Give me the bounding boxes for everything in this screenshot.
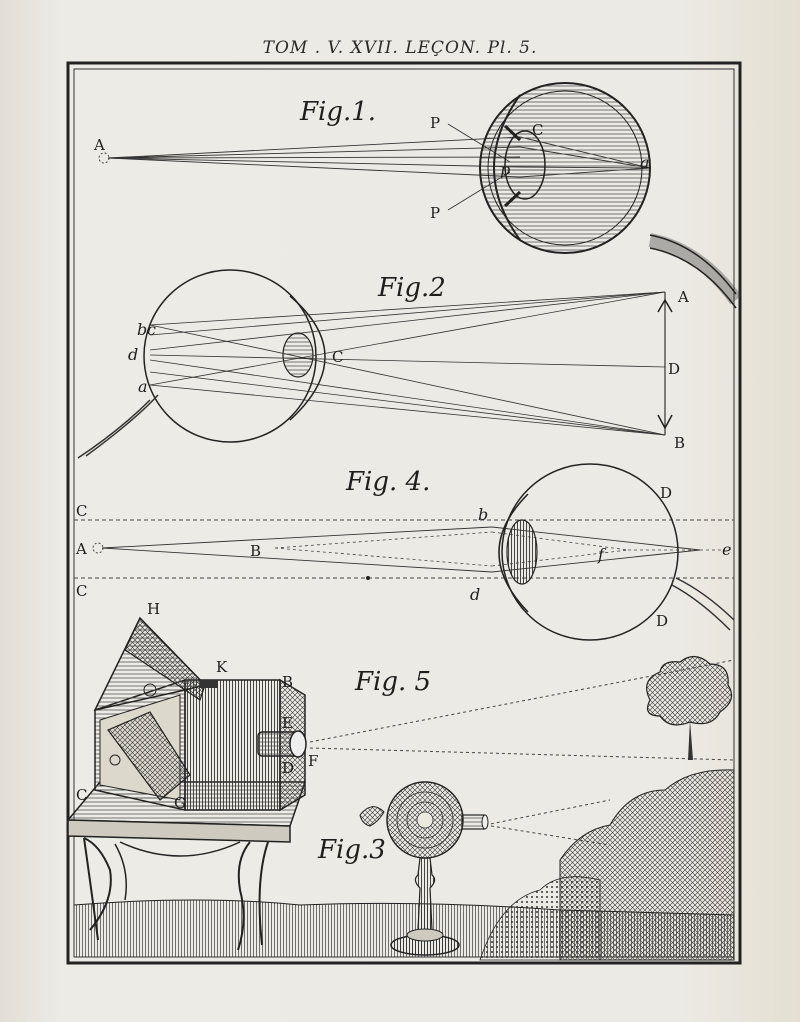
fig4-label-D-bottom: D (656, 612, 668, 630)
fig3-title: Fig.3 (317, 835, 386, 865)
fig1-label-C: C (532, 121, 543, 139)
figure-5-camera-obscura (93, 616, 307, 812)
figure-5-landscape (73, 655, 735, 961)
fig2-label-B: B (674, 434, 685, 452)
fig2-label-b: b (137, 320, 147, 339)
fig5-label-D: D (282, 759, 294, 777)
fig4-label-D-top: D (660, 484, 672, 502)
fig4-label-f: f (597, 545, 607, 564)
fig1-label-P-bottom: P (430, 204, 440, 222)
fig2-label-d-small: d (128, 345, 138, 364)
fig4-label-C-top: C (76, 502, 87, 520)
fig5-title: Fig. 5 (354, 667, 431, 697)
fig1-label-p: p (500, 160, 510, 179)
fig4-label-A: A (75, 540, 87, 558)
fig5-label-K: K (216, 658, 228, 676)
fig5-label-E: E (282, 714, 293, 732)
fig2-label-A: A (677, 288, 689, 306)
fig5-label-C: C (76, 786, 87, 804)
figure-1-eye (98, 82, 742, 309)
figure-4-eye (74, 463, 735, 641)
fig1-label-P-top: P (430, 114, 440, 132)
fig4-label-e: e (722, 540, 731, 559)
figure-3-globe-lens (359, 781, 489, 956)
fig1-label-A: A (93, 136, 105, 154)
fig4-label-C-bottom: C (76, 582, 87, 600)
plate-frame-outer (66, 61, 742, 965)
fig2-label-a-small: a (138, 377, 148, 396)
fig5-label-H: H (147, 600, 160, 618)
fig2-title: Fig.2 (377, 273, 446, 303)
fig5-label-G: G (174, 794, 186, 812)
fig4-title: Fig. 4. (345, 467, 430, 497)
fig5-label-B: B (282, 673, 293, 691)
fig4-label-b: b (478, 505, 488, 524)
fig4-label-d: d (470, 585, 480, 604)
fig1-title: Fig.1. (299, 97, 376, 127)
fig2-label-C: C (332, 348, 343, 366)
plate-header: TOM . V. XVII. LEÇON. Pl. 5. (262, 38, 538, 58)
fig2-label-c-small: c (147, 320, 156, 339)
figure-2-eye (77, 269, 673, 459)
fig2-label-D: D (668, 360, 680, 378)
fig4-label-B: B (250, 542, 261, 560)
fig5-label-F: F (308, 752, 318, 770)
fig1-label-a: a (640, 153, 650, 172)
